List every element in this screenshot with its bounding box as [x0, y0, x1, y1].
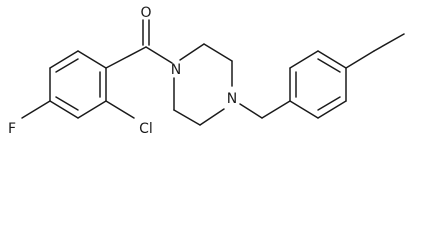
- ring1-bond-5: [49, 100, 79, 119]
- ring2-bond-6: [289, 100, 319, 119]
- pip-bond-2: [203, 43, 233, 62]
- ring2-bond-2: [289, 50, 319, 69]
- pip-bond-1: [179, 43, 205, 61]
- ring1-bond-4: [77, 100, 107, 119]
- atom-fluorine: F: [8, 121, 16, 137]
- piperazine-ring: [173, 43, 233, 126]
- ring1-double-3: [55, 96, 79, 111]
- fluorochlorophenyl-ring: [49, 50, 107, 119]
- structure-diagram: O N N Cl F: [8, 5, 405, 137]
- tolyl-ring: [289, 50, 347, 119]
- bond-ring-carbonyl: [105, 46, 147, 69]
- atom-nitrogen-benzyl: N: [227, 91, 237, 107]
- bond-ch2-ring: [261, 100, 291, 119]
- pip-bond-4: [199, 108, 225, 126]
- ring2-double-3: [317, 96, 341, 111]
- ring1-bond-2: [77, 50, 107, 69]
- atom-nitrogen-amide: N: [171, 62, 181, 78]
- bond-c-cl: [105, 100, 135, 119]
- bond-c-f: [21, 100, 51, 119]
- atom-chlorine: Cl: [139, 121, 153, 137]
- ring2-double-2: [317, 58, 341, 73]
- ring1-bond-1: [49, 50, 79, 69]
- ring2-bond-5: [317, 100, 347, 119]
- bond-n-ch2: [239, 103, 263, 119]
- atom-oxygen: O: [140, 5, 151, 21]
- ring2-bond-3: [317, 50, 347, 69]
- pip-bond-5: [173, 109, 201, 126]
- bond-methyl: [345, 50, 375, 69]
- bond-carbonyl-n: [145, 46, 173, 64]
- ring1-double-1: [55, 58, 79, 73]
- methyl-stub: [373, 33, 405, 52]
